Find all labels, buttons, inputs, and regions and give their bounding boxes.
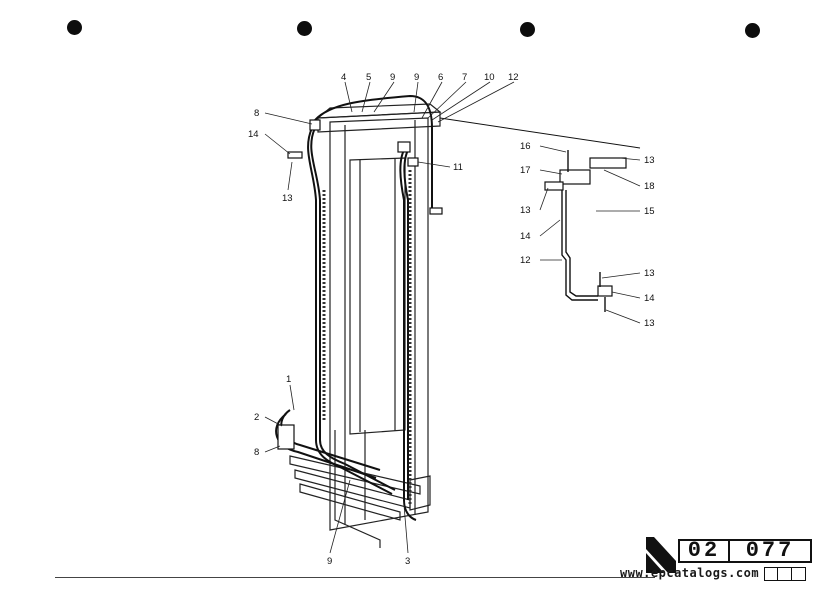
callout-7: 7 — [462, 72, 467, 83]
hydraulic-hoses — [275, 94, 641, 521]
callout-13: 13 — [644, 318, 655, 329]
callout-15: 15 — [644, 206, 655, 217]
callout-13: 13 — [520, 205, 531, 216]
fittings — [277, 119, 627, 450]
callout-12: 12 — [520, 255, 531, 266]
callout-3: 3 — [405, 556, 410, 567]
page-code-number: 077 — [745, 538, 795, 563]
page-code-stamp: 02 077 — [646, 537, 814, 583]
revision-grid — [764, 567, 806, 581]
callout-14: 14 — [520, 231, 531, 242]
watermark: www.epcatalogs.com — [620, 566, 760, 580]
callout-16: 16 — [520, 141, 531, 152]
detail-pipe — [561, 150, 606, 312]
callout-14: 14 — [644, 293, 655, 304]
callout-8: 8 — [254, 108, 259, 119]
callout-13: 13 — [282, 193, 293, 204]
callout-10: 10 — [484, 72, 495, 83]
callout-17: 17 — [520, 165, 531, 176]
binder-hole — [745, 23, 760, 38]
mast-frame — [289, 103, 442, 548]
callout-13: 13 — [644, 155, 655, 166]
page-code: 02 077 — [678, 539, 812, 563]
callout-18: 18 — [644, 181, 655, 192]
callout-8: 8 — [254, 447, 259, 458]
callout-6: 6 — [438, 72, 443, 83]
binder-hole — [67, 20, 82, 35]
callout-9: 9 — [390, 72, 395, 83]
bottom-rule — [55, 577, 655, 578]
binder-hole — [520, 22, 535, 37]
callout-9: 9 — [414, 72, 419, 83]
callout-14: 14 — [248, 129, 259, 140]
callout-12: 12 — [508, 72, 519, 83]
callout-13: 13 — [644, 268, 655, 279]
callout-9: 9 — [327, 556, 332, 567]
lift-chains — [322, 170, 412, 505]
callout-1: 1 — [286, 374, 291, 385]
callout-2: 2 — [254, 412, 259, 423]
brand-logo-icon — [646, 537, 676, 573]
callout-4: 4 — [341, 72, 346, 83]
leader-lines — [264, 81, 641, 554]
callout-11: 11 — [453, 162, 463, 173]
binder-hole — [297, 21, 312, 36]
page-code-section: 02 — [680, 540, 730, 562]
callout-5: 5 — [366, 72, 371, 83]
